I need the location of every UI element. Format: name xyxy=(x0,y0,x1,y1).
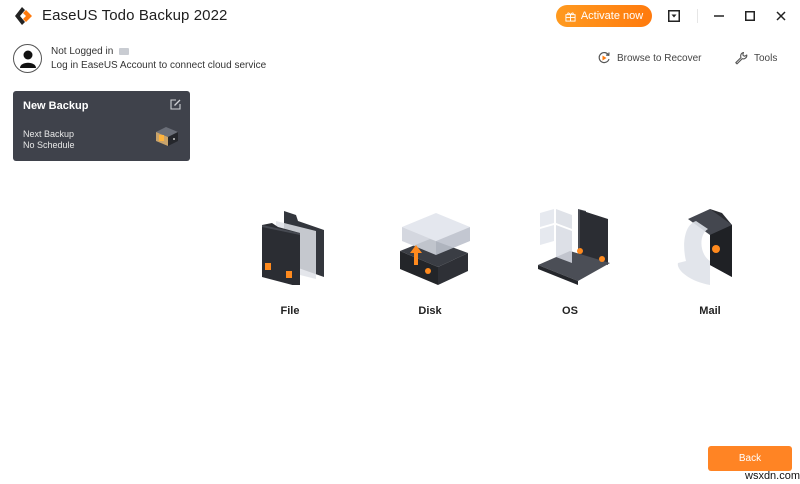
login-prompt[interactable]: Log in EaseUS Account to connect cloud s… xyxy=(51,60,267,71)
dropdown-menu-icon xyxy=(668,10,680,22)
user-icon xyxy=(19,50,36,68)
os-label: OS xyxy=(562,305,578,317)
mail-label: Mail xyxy=(699,305,721,317)
gift-icon xyxy=(565,11,576,22)
minimize-icon xyxy=(714,15,724,17)
edit-icon[interactable] xyxy=(170,99,181,110)
disk-drive-icon xyxy=(400,213,470,285)
avatar[interactable] xyxy=(13,44,42,73)
file-folder-icon xyxy=(262,211,324,285)
backup-device-icon xyxy=(156,127,178,146)
backup-option-disk[interactable]: Disk xyxy=(380,205,480,320)
title-bar: EaseUS Todo Backup 2022 Activate now xyxy=(0,0,800,32)
mail-icon xyxy=(677,209,732,285)
os-windows-icon xyxy=(538,209,610,285)
wrench-icon xyxy=(735,51,748,65)
close-button[interactable] xyxy=(770,6,792,26)
back-button[interactable]: Back xyxy=(708,446,792,471)
watermark: wsxdn.com xyxy=(745,470,800,482)
new-backup-title: New Backup xyxy=(23,100,89,112)
titlebar-divider xyxy=(697,9,698,23)
file-label: File xyxy=(280,305,300,317)
recover-icon xyxy=(598,51,610,64)
disk-label: Disk xyxy=(418,305,442,317)
message-icon[interactable] xyxy=(119,47,130,55)
maximize-icon xyxy=(745,11,755,21)
minimize-button[interactable] xyxy=(708,6,730,26)
backup-option-mail[interactable]: Mail xyxy=(660,205,760,320)
new-backup-card[interactable]: New Backup Next Backup No Schedule xyxy=(13,91,190,161)
close-icon xyxy=(776,11,786,21)
app-title: EaseUS Todo Backup 2022 xyxy=(42,7,228,24)
easeus-logo-icon xyxy=(15,7,32,25)
activate-now-label: Activate now xyxy=(580,10,644,22)
backup-option-file[interactable]: File xyxy=(240,205,340,320)
login-status: Not Logged in xyxy=(51,46,130,57)
tools-link[interactable]: Tools xyxy=(734,51,777,65)
maximize-button[interactable] xyxy=(739,6,761,26)
schedule-value: No Schedule xyxy=(23,140,75,150)
next-backup-label: Next Backup xyxy=(23,129,75,139)
browse-to-recover-link[interactable]: Browse to Recover xyxy=(597,51,701,65)
dropdown-menu-button[interactable] xyxy=(663,6,685,26)
activate-now-button[interactable]: Activate now xyxy=(556,5,652,27)
backup-option-os[interactable]: OS xyxy=(520,205,620,320)
